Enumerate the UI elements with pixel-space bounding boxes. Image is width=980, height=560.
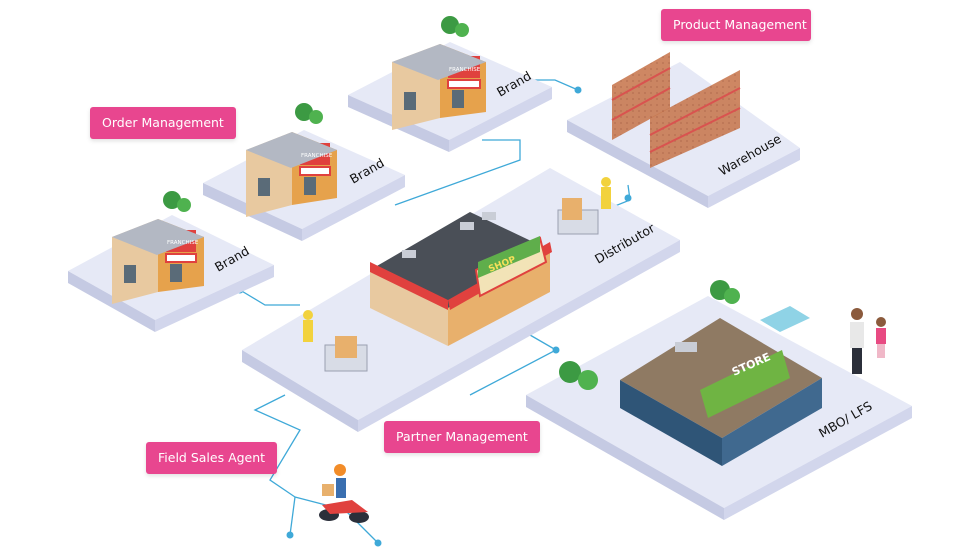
product-management-label: Product Management — [661, 9, 811, 41]
franchise-sign: FRANCHISE — [449, 67, 481, 73]
trees — [559, 280, 740, 390]
delivery-worker-with-boxes — [303, 177, 611, 372]
warehouse-platform: Warehouse — [567, 52, 800, 208]
scooter-agent-icon — [319, 464, 369, 523]
field-sales-agent-label: Field Sales Agent — [146, 442, 278, 474]
franchise-sign: FRANCHISE — [167, 240, 199, 246]
shoppers — [850, 308, 886, 374]
store-building: STORE — [620, 306, 822, 466]
distributor-platform: SHOP Distributor — [242, 168, 680, 432]
franchise-building: FRANCHISE — [392, 16, 486, 130]
shelving-racks — [611, 52, 741, 168]
mbo-lfs-platform: STORE MBO/ LFS — [526, 280, 912, 520]
brand-platform-middle: FRANCHISE Brand — [203, 103, 405, 241]
franchise-sign: FRANCHISE — [301, 153, 333, 159]
brand-platform-left: FRANCHISE Brand — [68, 191, 274, 332]
partner-management-label: Partner Management — [384, 421, 540, 453]
order-management-label: Order Management — [90, 107, 236, 139]
franchise-building: FRANCHISE — [112, 191, 204, 304]
brand-platform-top: FRANCHISE Brand — [348, 16, 552, 152]
shop-building: SHOP — [370, 212, 552, 346]
franchise-building: FRANCHISE — [246, 103, 337, 217]
